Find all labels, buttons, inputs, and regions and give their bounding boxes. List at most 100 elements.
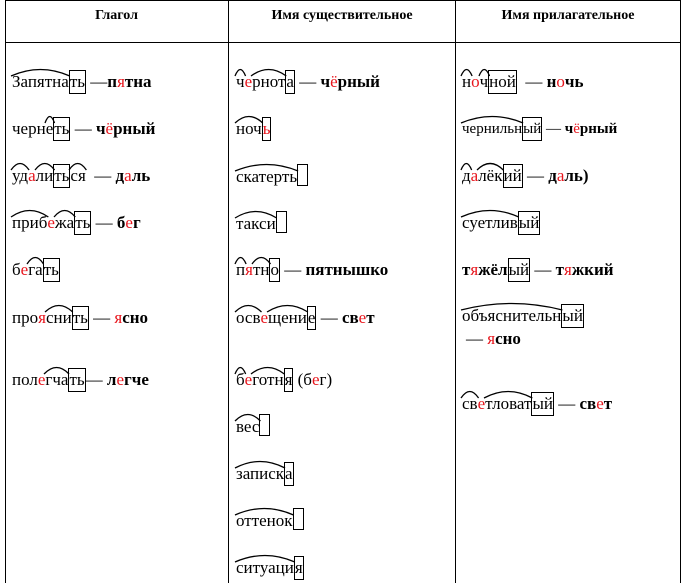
root-segment: приб [12, 213, 48, 232]
root-segment: ноч [236, 119, 262, 138]
word-entry: бегать [12, 258, 60, 282]
word-part: б [12, 260, 21, 279]
null-ending-box [275, 211, 287, 233]
highlighted-vowel: е [477, 394, 486, 413]
root-segment: суетлив [462, 213, 518, 232]
word-entry: прояснить — ясно [12, 306, 148, 330]
highlighted-vowel: я [245, 260, 253, 279]
ending-box: ть [74, 211, 92, 235]
ending-box: ть [68, 70, 87, 94]
word-part: ч [95, 119, 106, 138]
ending-box: ть [68, 368, 86, 392]
highlighted-vowel: е [47, 213, 55, 232]
highlighted-vowel: я [38, 308, 46, 327]
word-entry: такси [236, 211, 287, 235]
ending-box: я [293, 556, 304, 580]
root-segment: ч [479, 72, 489, 91]
word-part: — [294, 72, 321, 91]
word-entry: прибежать — бег [12, 211, 141, 235]
word-part: жёл [478, 260, 508, 279]
root-segment: рнот [252, 72, 286, 91]
word-part: тна [124, 72, 152, 91]
root-segment: тн [252, 260, 270, 279]
word-part: сно [122, 308, 149, 327]
word-part: т [366, 308, 375, 327]
root-segment: лёк [478, 166, 503, 185]
word-entry: пятно — пятнышко [236, 258, 388, 282]
root-segment: д [462, 166, 471, 185]
highlighted-vowel: е [358, 308, 367, 327]
word-part: т [603, 394, 613, 413]
word-part: б [116, 213, 126, 232]
root-segment: оттенок [236, 511, 293, 530]
highlighted-vowel: я [470, 260, 479, 279]
word-part: про [12, 308, 39, 327]
root-segment: готн [252, 370, 284, 389]
word-part: т [555, 260, 564, 279]
continuation-line: — ясно [462, 329, 521, 348]
root-segment: жа [54, 213, 75, 232]
word-entry: полегчать— легче [12, 368, 149, 392]
root-segment: б [236, 370, 245, 389]
word-part: н [546, 72, 557, 91]
root-segment: уд [12, 166, 29, 185]
word-part: черн [12, 119, 46, 138]
word-part: св [579, 394, 597, 413]
ending-box: ть [42, 258, 60, 282]
ending-box: ый [531, 392, 554, 416]
ending-box: а [285, 70, 295, 94]
word-part: д [548, 166, 557, 185]
word-part: — [91, 213, 117, 232]
highlighted-vowel: е [311, 370, 320, 389]
word-part: — [279, 260, 306, 279]
table-border-left [5, 0, 6, 583]
ending-box: ый [522, 117, 543, 141]
null-ending-box [259, 414, 271, 436]
root-segment: св [462, 394, 478, 413]
ending-box: ть [53, 164, 71, 188]
word-part: ль) [564, 166, 589, 185]
root-segment: чернильн [462, 121, 523, 137]
highlighted-vowel: я [117, 72, 125, 91]
table-border-right [680, 0, 681, 583]
word-entry: ночь [236, 117, 272, 141]
header-divider [5, 42, 680, 43]
root-segment: щени [268, 308, 307, 327]
root-segment: н [462, 72, 472, 91]
highlighted-vowel: ё [573, 121, 580, 137]
ending-box: ть [53, 117, 71, 141]
word-part: д [115, 166, 125, 185]
word-part: пол [12, 370, 38, 389]
root-segment: ся [70, 166, 86, 185]
highlighted-vowel: я [114, 308, 123, 327]
word-entry: ситуация [236, 556, 304, 580]
ending-box: ной [488, 70, 517, 94]
word-part: ч [320, 72, 331, 91]
null-ending-box [292, 508, 304, 530]
highlighted-vowel: е [244, 370, 253, 389]
word-part: — [530, 260, 556, 279]
null-ending-box [297, 164, 309, 186]
highlighted-vowel: е [596, 394, 604, 413]
word-part: — [316, 308, 342, 327]
ending-box: ый [517, 211, 541, 235]
word-part: ч [564, 121, 574, 137]
word-part: чь [564, 72, 584, 91]
word-part: л [106, 370, 117, 389]
highlighted-vowel: я [564, 260, 572, 279]
column-divider-2 [455, 0, 456, 583]
highlighted-vowel: а [28, 166, 36, 185]
word-part: — [70, 119, 96, 138]
highlighted-vowel: а [556, 166, 565, 185]
highlighted-vowel: ё [330, 72, 338, 91]
word-part: — [85, 166, 116, 185]
word-part: ль [131, 166, 151, 185]
word-entry: чернеть — чёрный [12, 117, 155, 141]
word-entry: скатерть [236, 164, 309, 188]
word-part: рный [113, 119, 156, 138]
word-part: рный [579, 121, 618, 137]
header-noun: Имя существительное [271, 8, 413, 23]
highlighted-vowel: о [471, 72, 480, 91]
word-entry: тяжёлый — тяжкий [462, 258, 614, 282]
